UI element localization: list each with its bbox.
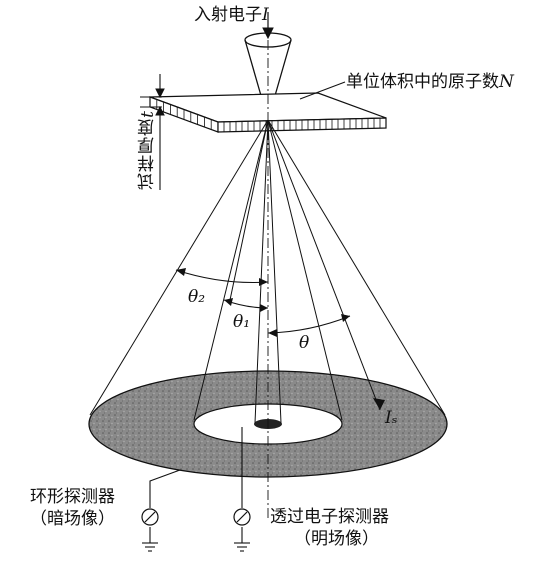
angle-arrowheads [176,268,350,337]
scattered-intensity-label: Iₛ [385,408,398,428]
theta-label: θ [299,333,310,353]
detector-wiring [142,427,250,552]
annular-amplifier-icon [141,508,159,526]
sample-thickness-label: 试样厚度t [138,110,158,190]
bright-field-label: （明场像） [294,529,379,549]
scattering-cone-lines [89,119,446,424]
atoms-leader-line [299,81,346,100]
transmitted-detector-label: 透过电子探测器 [270,507,389,527]
scattered-arrowhead [373,398,385,410]
annular-detector-label: 环形探测器 [30,487,115,507]
thickness-marker [140,74,165,190]
specimen-hatching [156,99,387,132]
atoms-per-volume-label: 单位体积中的原子数N [346,72,514,92]
dark-field-label: （暗场像） [30,509,115,529]
theta1-label: θ₁ [233,312,251,332]
incident-electron-label: 入射电子I [194,5,269,25]
incident-arrow [262,12,274,40]
bright-field-amplifier-icon [233,508,251,526]
theta2-label: θ₂ [188,287,206,307]
